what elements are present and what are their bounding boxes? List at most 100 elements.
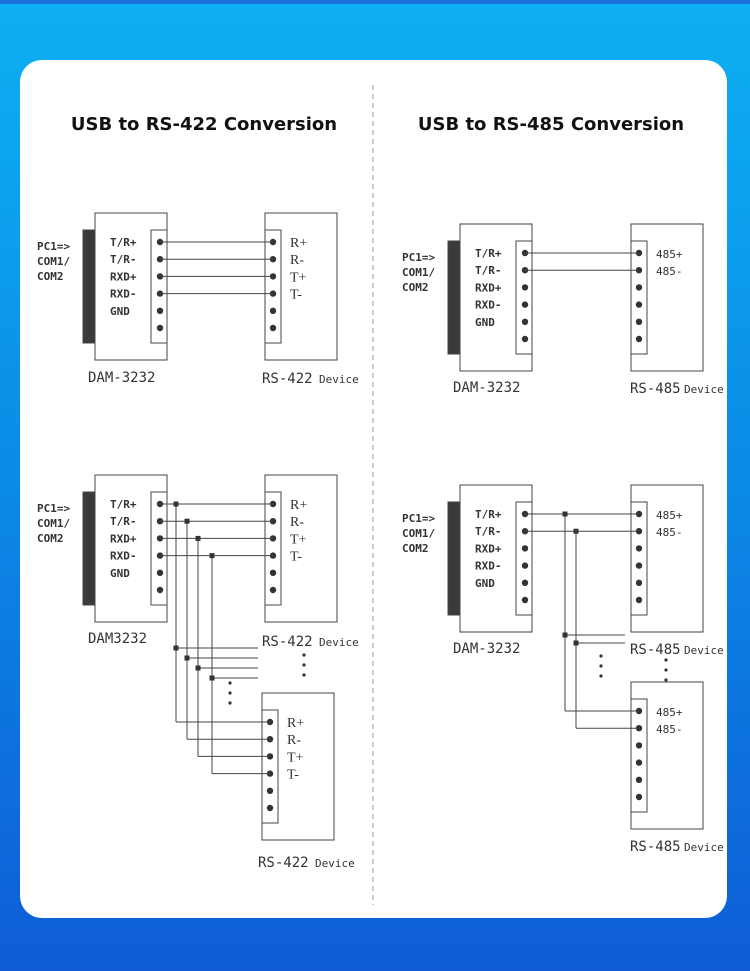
terminal-dot (269, 569, 277, 576)
ellipsis-dot (599, 664, 603, 668)
pc-label: PC1=> (37, 502, 70, 515)
device-pin-label: R+ (290, 498, 307, 513)
device-label: Device (684, 841, 724, 854)
terminal-dot (266, 804, 274, 812)
device-pin-label: T+ (287, 750, 304, 765)
device-type-label: RS-422 (262, 371, 313, 387)
pc-label: COM1/ (402, 266, 435, 279)
ellipsis-dot (302, 663, 306, 667)
pc-label: COM2 (402, 281, 429, 294)
terminal-dot (635, 545, 643, 552)
junction-node (195, 535, 201, 541)
title-rs422: USB to RS-422 Conversion (71, 114, 337, 135)
pc-label: COM2 (37, 532, 64, 545)
device-pin-label: R- (287, 733, 301, 748)
pin-label: GND (475, 316, 495, 329)
terminal-dot (635, 579, 643, 586)
terminal-dot (269, 586, 277, 594)
pin-label: T/R+ (475, 508, 502, 521)
device-pin-label: 485- (656, 265, 683, 278)
pin-label: RXD- (110, 550, 137, 563)
terminal-dot (521, 562, 529, 569)
junction-node (209, 553, 215, 559)
terminal-dot (269, 307, 277, 314)
device-pin-label: R- (290, 253, 304, 268)
pin-label: T/R+ (475, 247, 502, 260)
device-label: Device (684, 383, 724, 396)
terminal-strip (630, 501, 648, 616)
device-pin-label: T- (287, 768, 299, 783)
pin-label: RXD+ (475, 542, 502, 555)
module-label: DAM3232 (88, 631, 147, 647)
usb-connector (82, 491, 96, 606)
pin-label: RXD+ (110, 532, 137, 545)
ellipsis-dot (664, 668, 668, 672)
pin-label: RXD+ (475, 281, 502, 294)
pin-label: GND (110, 305, 130, 318)
top-bar (0, 0, 750, 4)
junction-node (573, 528, 579, 534)
usb-connector (82, 229, 96, 344)
terminal-dot (269, 324, 277, 332)
pin-label: T/R- (110, 253, 137, 266)
device-type-label: RS-422 (262, 634, 313, 650)
junction-node (562, 632, 568, 638)
terminal-dot (521, 318, 529, 325)
terminal-dot (635, 301, 643, 308)
terminal-dot (521, 596, 529, 604)
terminal-strip (264, 491, 282, 606)
device-type-label: RS-485 (630, 381, 681, 397)
pin-label: RXD- (475, 560, 502, 573)
ellipsis-dot (664, 678, 668, 682)
pin-label: T/R+ (110, 236, 137, 249)
title-rs485: USB to RS-485 Conversion (418, 114, 684, 135)
terminal-strip (630, 240, 648, 355)
terminal-dot (521, 545, 529, 552)
terminal-dot (635, 267, 643, 274)
ellipsis-dot (599, 674, 603, 678)
terminal-dot (635, 742, 643, 749)
device-pin-label: T- (290, 550, 302, 565)
device-pin-label: R+ (290, 236, 307, 251)
pin-label: RXD+ (110, 270, 137, 283)
terminal-dot (635, 707, 643, 715)
usb-connector (447, 240, 461, 355)
junction-node (184, 655, 190, 661)
junction-node (173, 645, 179, 651)
device-type-label: RS-485 (630, 642, 681, 658)
terminal-dot (156, 586, 164, 594)
junction-node (562, 511, 568, 517)
pc-label: COM2 (402, 542, 429, 555)
terminal-strip (264, 229, 282, 344)
pin-label: RXD- (110, 288, 137, 301)
device-pin-label: 485- (656, 526, 683, 539)
terminal-dot (156, 569, 164, 576)
terminal-dot (521, 284, 529, 291)
pin-label: GND (475, 577, 495, 590)
device-label: Device (315, 857, 355, 870)
pin-label: T/R+ (110, 498, 137, 511)
device-pin-label: R- (290, 515, 304, 530)
terminal-dot (521, 335, 529, 343)
ellipsis-dot (228, 701, 232, 705)
device-type-label: RS-422 (258, 855, 309, 871)
junction-node (573, 640, 579, 646)
terminal-strip (630, 698, 648, 813)
device-type-label: RS-485 (630, 839, 681, 855)
terminal-dot (635, 725, 643, 732)
pc-label: PC1=> (402, 251, 435, 264)
terminal-dot (635, 510, 643, 518)
ellipsis-dot (302, 653, 306, 657)
device-pin-label: 485- (656, 723, 683, 736)
junction-node (195, 665, 201, 671)
junction-node (209, 675, 215, 681)
device-pin-label: T+ (290, 270, 307, 285)
terminal-dot (635, 318, 643, 325)
terminal-dot (635, 284, 643, 291)
junction-node (184, 518, 190, 524)
pc-label: COM2 (37, 270, 64, 283)
module-label: DAM-3232 (88, 370, 155, 386)
device-label: Device (319, 636, 359, 649)
terminal-dot (156, 307, 164, 314)
